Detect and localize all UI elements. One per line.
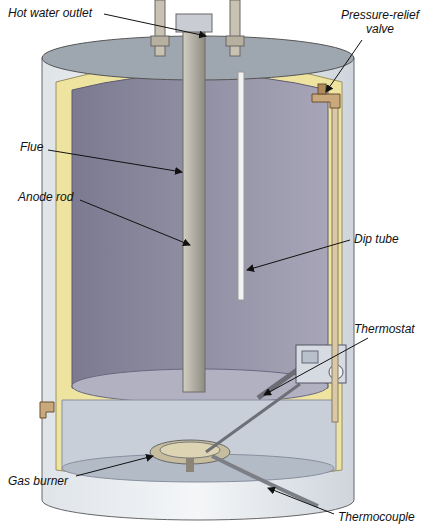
part-label: Thermostat [354, 322, 415, 336]
leader-lines [48, 14, 368, 514]
part-label: Thermocouple [338, 510, 415, 524]
part-label: Gas burner [8, 474, 68, 488]
vent-hood [176, 14, 212, 32]
drain-valve [40, 402, 54, 418]
thermocouple-tube [212, 456, 318, 506]
part-label: Pressure-relief valve [336, 8, 424, 36]
part-label: Hot water outlet [8, 6, 92, 20]
part-label: Flue [20, 140, 43, 154]
flue-pipe [183, 30, 205, 392]
relief-pipe [332, 104, 338, 422]
dip-tube [238, 72, 244, 300]
part-label: Anode rod [18, 190, 73, 204]
relief-valve [312, 94, 340, 108]
part-label: Dip tube [354, 232, 399, 246]
